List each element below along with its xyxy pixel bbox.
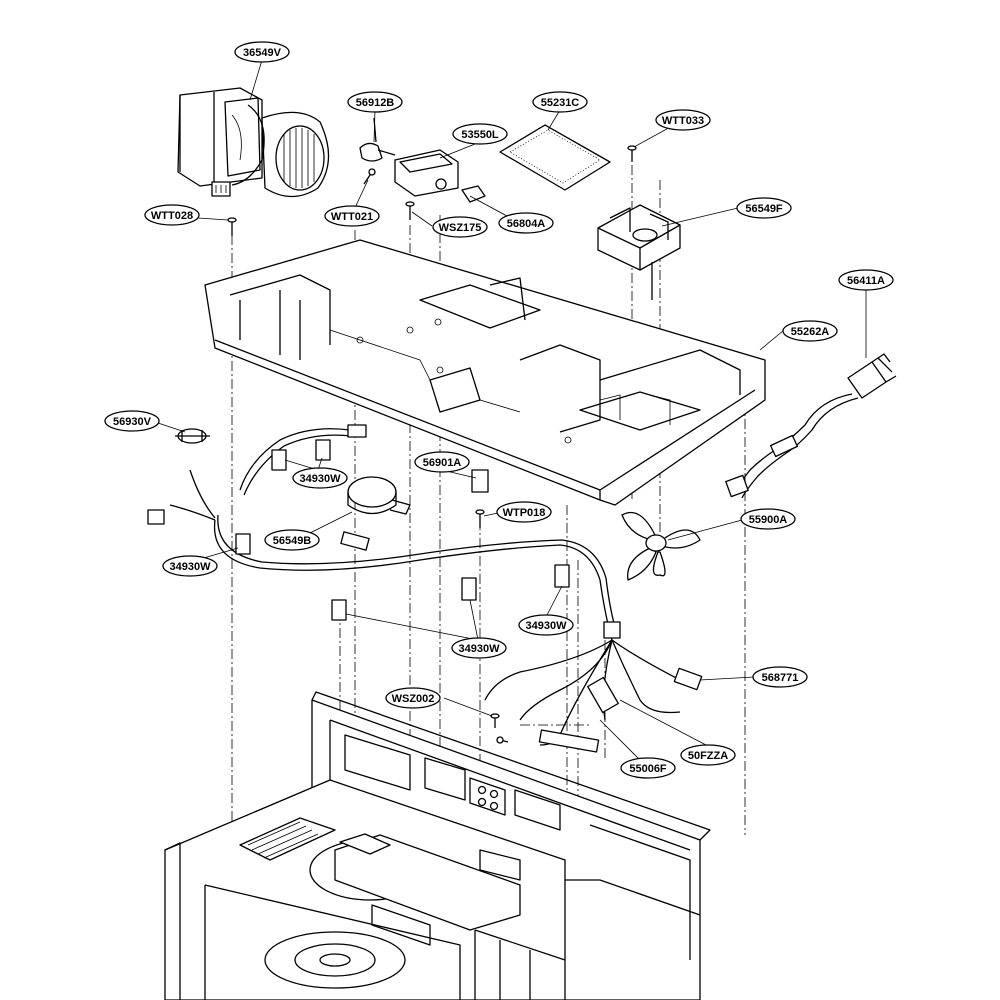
door-switch-a[interactable] bbox=[271, 424, 367, 471]
door-switch-d[interactable] bbox=[331, 599, 347, 621]
svg-text:568771: 568771 bbox=[762, 672, 799, 684]
callout-34930W-right[interactable]: 34930W bbox=[518, 614, 574, 636]
screw-WTT021 bbox=[363, 168, 376, 185]
svg-text:56930V: 56930V bbox=[113, 416, 152, 428]
turntable-motor-56549B[interactable] bbox=[340, 476, 411, 551]
callout-56930V[interactable]: 56930V bbox=[104, 410, 160, 432]
callout-55231C[interactable]: 55231C bbox=[532, 91, 588, 113]
callout-WSZ175[interactable]: WSZ175 bbox=[432, 216, 488, 238]
svg-text:55262A: 55262A bbox=[791, 326, 830, 338]
svg-text:55900A: 55900A bbox=[749, 514, 788, 526]
wire-harness[interactable] bbox=[169, 428, 691, 753]
callout-56804A[interactable]: 56804A bbox=[498, 212, 554, 234]
svg-text:WSZ175: WSZ175 bbox=[439, 222, 482, 234]
switch-56901A[interactable] bbox=[471, 469, 489, 493]
callout-34930W-upper[interactable]: 34930W bbox=[292, 467, 348, 489]
thermostat-56930V[interactable] bbox=[175, 428, 210, 444]
svg-text:50FZZA: 50FZZA bbox=[688, 750, 728, 762]
callout-WTT021[interactable]: WTT021 bbox=[324, 205, 380, 227]
svg-text:55231C: 55231C bbox=[541, 97, 580, 109]
callout-56901A[interactable]: 56901A bbox=[414, 451, 470, 473]
svg-text:WTT021: WTT021 bbox=[331, 211, 373, 223]
oven-cavity-frame[interactable] bbox=[164, 691, 711, 1000]
screw-WTP018 bbox=[475, 509, 485, 528]
fuse-holder[interactable] bbox=[147, 509, 165, 525]
terminal-568771[interactable] bbox=[673, 667, 703, 691]
svg-text:WTT028: WTT028 bbox=[151, 210, 193, 222]
svg-text:34930W: 34930W bbox=[300, 473, 342, 485]
callout-56411A[interactable]: 56411A bbox=[838, 269, 894, 291]
screw-WSZ002 bbox=[490, 713, 509, 744]
svg-text:36549V: 36549V bbox=[243, 47, 282, 59]
svg-text:56411A: 56411A bbox=[847, 275, 885, 287]
cooling-fan-blade-55900A[interactable] bbox=[621, 511, 701, 581]
callout-568771[interactable]: 568771 bbox=[752, 666, 808, 688]
callout-34930W-left[interactable]: 34930W bbox=[162, 555, 218, 577]
cavity-top-plate-55262A[interactable] bbox=[204, 239, 766, 506]
svg-text:56901A: 56901A bbox=[423, 457, 462, 469]
callout-WTT028[interactable]: WTT028 bbox=[144, 204, 200, 226]
svg-text:55006F: 55006F bbox=[629, 763, 667, 775]
svg-text:34930W: 34930W bbox=[170, 561, 212, 573]
callout-53550L[interactable]: 53550L bbox=[452, 123, 508, 145]
thermal-fuse-56912B[interactable] bbox=[359, 117, 396, 162]
svg-text:WTT033: WTT033 bbox=[662, 115, 704, 127]
callout-56549F[interactable]: 56549F bbox=[736, 197, 792, 219]
stirrer-motor-56549F[interactable] bbox=[597, 204, 681, 300]
callout-WSZ002[interactable]: WSZ002 bbox=[385, 687, 441, 709]
screw-WTT033 bbox=[627, 145, 637, 162]
callout-36549V[interactable]: 36549V bbox=[234, 41, 290, 63]
callout-55900A[interactable]: 55900A bbox=[740, 508, 796, 530]
door-switch-b[interactable] bbox=[235, 533, 251, 555]
callout-56912B[interactable]: 56912B bbox=[347, 91, 403, 113]
callout-56549B[interactable]: 56549B bbox=[264, 529, 320, 551]
callout-55006F[interactable]: 55006F bbox=[620, 757, 676, 779]
screw-WSZ175 bbox=[405, 201, 415, 220]
svg-text:56912B: 56912B bbox=[356, 97, 395, 109]
power-cord-56411A[interactable] bbox=[725, 353, 897, 499]
svg-text:34930W: 34930W bbox=[526, 620, 568, 632]
svg-text:WSZ002: WSZ002 bbox=[392, 693, 435, 705]
svg-text:WTP018: WTP018 bbox=[503, 507, 546, 519]
svg-text:56804A: 56804A bbox=[507, 218, 546, 230]
svg-text:53550L: 53550L bbox=[461, 129, 499, 141]
callout-WTP018[interactable]: WTP018 bbox=[496, 501, 552, 523]
svg-text:56549B: 56549B bbox=[273, 535, 312, 547]
callout-55262A[interactable]: 55262A bbox=[782, 320, 838, 342]
grease-filter-55231C[interactable] bbox=[499, 124, 611, 191]
blower-motor-assembly[interactable] bbox=[177, 87, 330, 198]
lamp-socket-56804A[interactable] bbox=[461, 185, 486, 203]
svg-text:56549F: 56549F bbox=[745, 203, 783, 215]
thermostat-bracket-53550L[interactable] bbox=[394, 149, 459, 197]
screw-WTT028 bbox=[227, 217, 237, 236]
svg-text:34930W: 34930W bbox=[459, 643, 501, 655]
callout-50FZZA[interactable]: 50FZZA bbox=[680, 744, 736, 766]
callout-WTT033[interactable]: WTT033 bbox=[655, 109, 711, 131]
callout-34930W-lower[interactable]: 34930W bbox=[451, 637, 507, 659]
leader-lines bbox=[157, 59, 867, 763]
door-switch-c[interactable] bbox=[461, 564, 570, 601]
